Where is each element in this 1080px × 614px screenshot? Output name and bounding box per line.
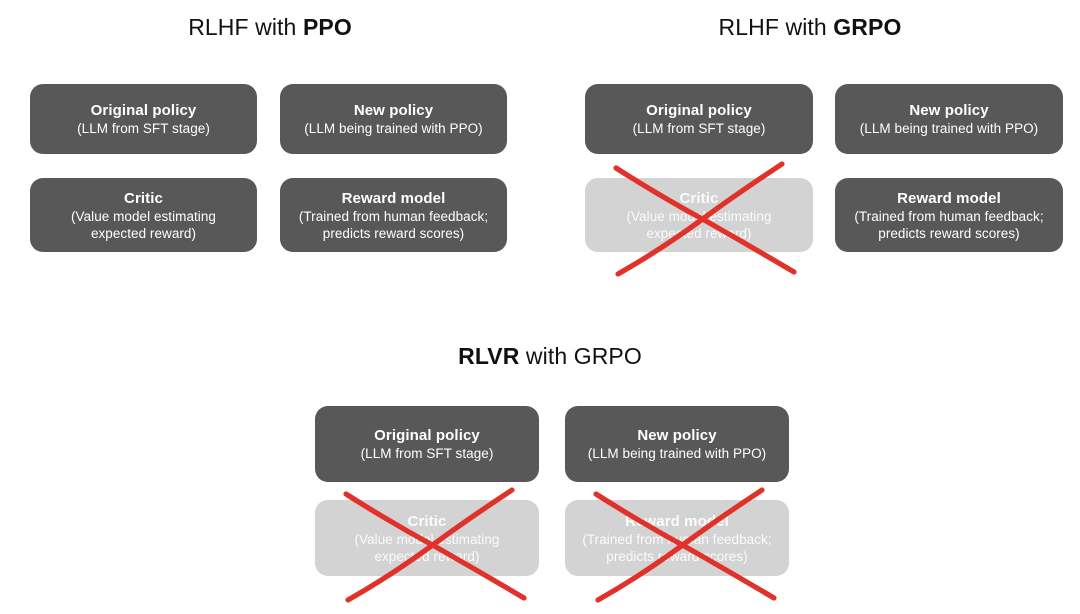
card-subtitle-line-2: expected reward) xyxy=(646,225,752,241)
card-subtitle-line-2: predicts reward scores) xyxy=(878,225,1020,241)
card-rlvr-original-policy[interactable]: Original policy (LLM from SFT stage) xyxy=(315,406,539,482)
card-title: Reward model xyxy=(625,512,729,530)
card-rlvr-reward-model-removed[interactable]: Reward model (Trained from human feedbac… xyxy=(565,500,789,576)
card-subtitle: (LLM being trained with PPO) xyxy=(859,121,1039,136)
title-bold-part: RLVR xyxy=(458,343,520,369)
card-ppo-new-policy[interactable]: New policy (LLM being trained with PPO) xyxy=(280,84,507,154)
card-title: Reward model xyxy=(341,189,446,207)
panel-title-rlhf-ppo: RLHF with PPO xyxy=(0,13,540,41)
card-subtitle: (LLM from SFT stage) xyxy=(360,446,494,461)
card-title: Reward model xyxy=(897,189,1001,207)
card-subtitle-line-2: expected reward) xyxy=(374,548,480,564)
card-title: Critic xyxy=(124,189,163,207)
card-subtitle: (LLM being trained with PPO) xyxy=(587,446,767,461)
card-title: New policy xyxy=(909,102,989,119)
card-title: Original policy xyxy=(646,102,752,119)
card-subtitle: (LLM from SFT stage) xyxy=(77,121,210,136)
card-subtitle-line-1: (Value model estimating xyxy=(71,208,216,224)
card-subtitle-line-2: expected reward) xyxy=(90,225,197,241)
card-ppo-reward-model[interactable]: Reward model (Trained from human feedbac… xyxy=(280,178,507,252)
card-ppo-critic[interactable]: Critic (Value model estimating expected … xyxy=(30,178,257,252)
title-regular-part: RLHF with xyxy=(188,14,303,40)
title-regular-part: with GRPO xyxy=(519,343,642,369)
card-subtitle-line-2: predicts reward scores) xyxy=(606,548,748,564)
card-rlvr-critic-removed[interactable]: Critic (Value model estimating expected … xyxy=(315,500,539,576)
card-subtitle-line-1: (Value model estimating xyxy=(626,208,772,224)
card-subtitle-line-1: (Trained from human feedback; xyxy=(298,208,489,224)
title-bold-part: PPO xyxy=(302,14,352,40)
card-rlvr-new-policy[interactable]: New policy (LLM being trained with PPO) xyxy=(565,406,789,482)
card-subtitle-line-2: predicts reward scores) xyxy=(322,225,465,241)
card-title: Original policy xyxy=(90,102,197,119)
card-subtitle: (LLM from SFT stage) xyxy=(632,121,766,136)
card-grpo-reward-model[interactable]: Reward model (Trained from human feedbac… xyxy=(835,178,1063,252)
card-title: Critic xyxy=(407,512,447,530)
panel-title-rlvr-grpo: RLVR with GRPO xyxy=(270,342,830,370)
card-title: Original policy xyxy=(374,427,480,444)
card-title: New policy xyxy=(353,102,434,119)
card-subtitle: (LLM being trained with PPO) xyxy=(304,121,483,136)
card-grpo-new-policy[interactable]: New policy (LLM being trained with PPO) xyxy=(835,84,1063,154)
card-grpo-original-policy[interactable]: Original policy (LLM from SFT stage) xyxy=(585,84,813,154)
title-bold-part: GRPO xyxy=(833,14,902,40)
title-regular-part: RLHF with xyxy=(718,14,834,40)
card-subtitle-line-1: (Trained from human feedback; xyxy=(854,208,1044,224)
card-grpo-critic-removed[interactable]: Critic (Value model estimating expected … xyxy=(585,178,813,252)
card-title: New policy xyxy=(637,427,717,444)
card-subtitle-line-1: (Trained from human feedback; xyxy=(582,531,772,547)
card-subtitle-line-1: (Value model estimating xyxy=(354,531,500,547)
panel-title-rlhf-grpo: RLHF with GRPO xyxy=(540,13,1080,41)
card-ppo-original-policy[interactable]: Original policy (LLM from SFT stage) xyxy=(30,84,257,154)
card-title: Critic xyxy=(679,189,719,207)
